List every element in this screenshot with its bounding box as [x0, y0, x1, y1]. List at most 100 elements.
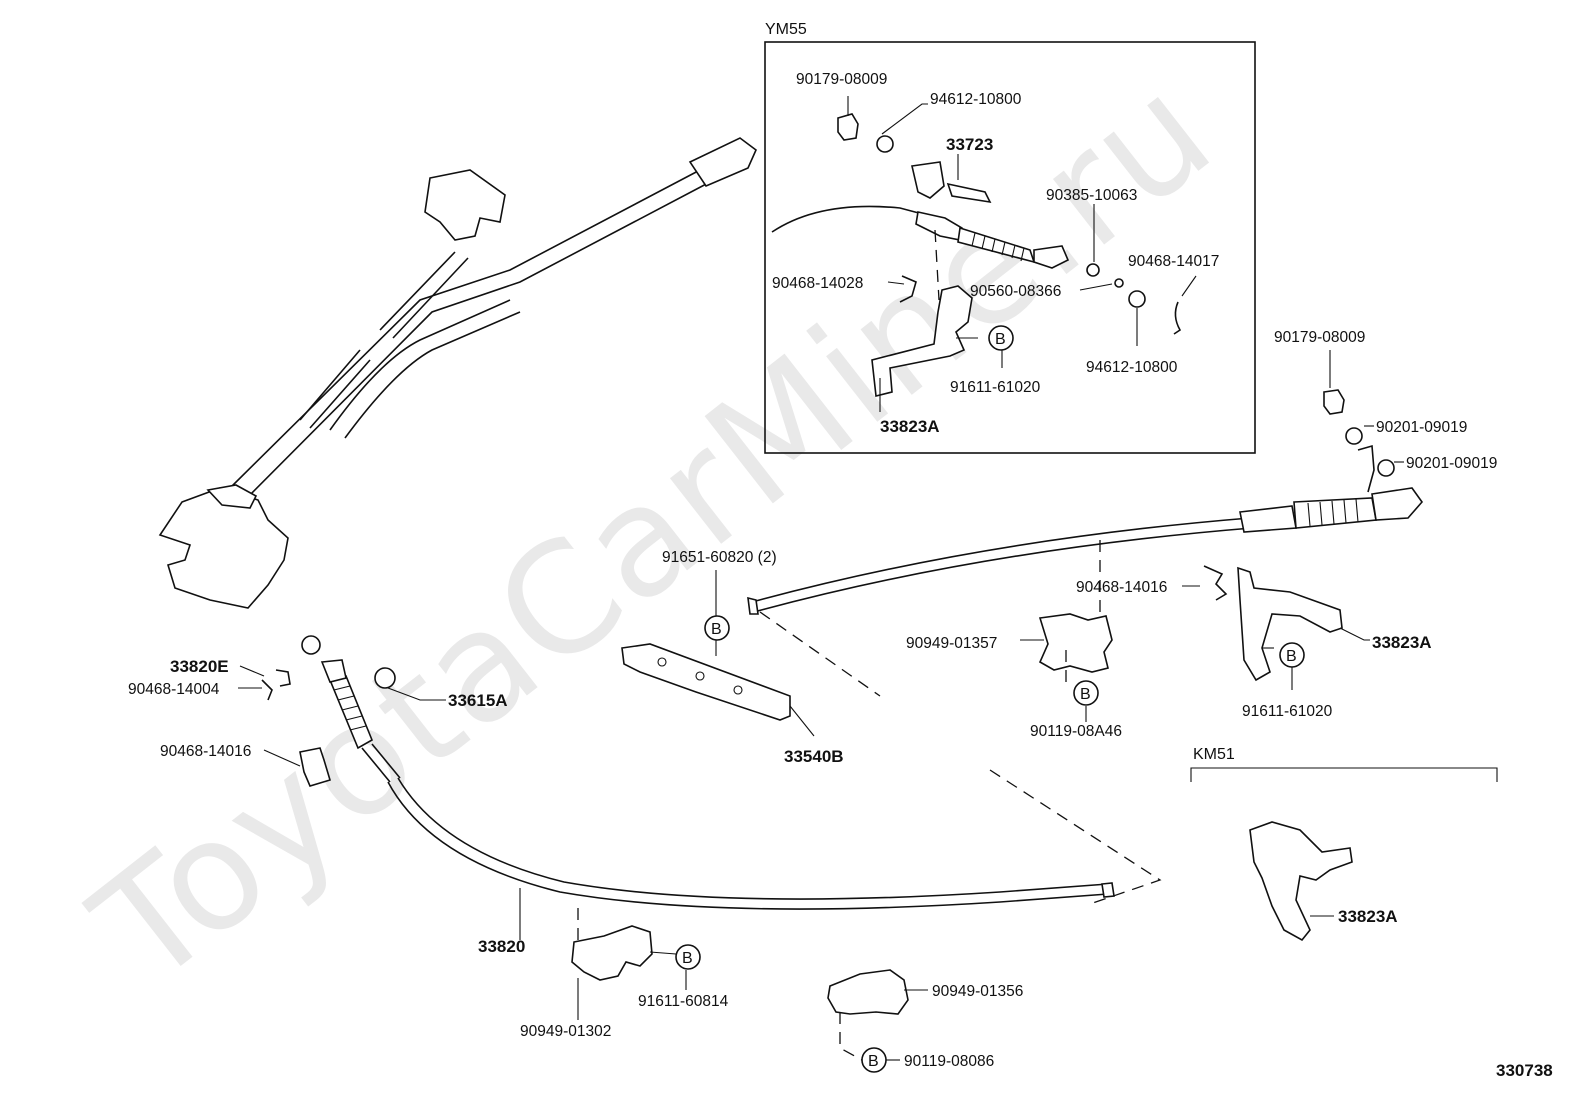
clamp-90949-01356 [827, 969, 909, 1015]
label-90385-10063: 90385-10063 [1046, 187, 1137, 204]
bracket-33823a-b [1237, 566, 1343, 682]
label-90119-08a46: 90119-08A46 [1030, 723, 1122, 740]
ym55-frame [764, 41, 1256, 454]
ym55-clip-90468-14028 [899, 275, 917, 303]
svg-text:B: B [868, 1053, 879, 1070]
right-brackets [571, 565, 1353, 1061]
label-91611-60814: 91611-60814 [638, 993, 729, 1010]
shift-knob [688, 137, 757, 187]
ym55-guide-line [934, 229, 940, 301]
bolt-marker-91611-b: B [1279, 642, 1305, 668]
ym55-washer-94612-a [876, 135, 894, 153]
lever-strap [299, 349, 371, 429]
clip-90468-14004 [261, 679, 273, 701]
km51-heading: KM51 [1193, 746, 1235, 763]
lower-cable-end [1101, 882, 1115, 898]
plate-guide-b [989, 769, 1162, 905]
label-90949-01356: 90949-01356 [932, 983, 1023, 1000]
label-90201-09019-b: 90201-09019 [1406, 455, 1497, 472]
lever-arm [379, 251, 469, 339]
upper-clip-outline [1357, 444, 1375, 493]
label-33723: 33723 [946, 135, 993, 154]
ym55-washer-90560 [1114, 278, 1124, 288]
label-33820: 33820 [478, 937, 525, 956]
ym55-boot-ribs [971, 232, 1025, 262]
svg-text:B: B [995, 331, 1006, 348]
main-cable [261, 389, 1424, 944]
bracket-33823a-c [1249, 821, 1353, 942]
ym55-cable [771, 205, 931, 233]
bolt-marker-90119-08086: B [861, 1047, 887, 1073]
label-90949-01302: 90949-01302 [520, 1023, 611, 1040]
ym55-inset: YM55 [764, 21, 1256, 454]
lever-plate [424, 169, 506, 241]
clip-90468-14016-a [1203, 565, 1228, 601]
lower-cable-eye [301, 635, 321, 655]
label-94612-10800-a: 94612-10800 [930, 91, 1022, 108]
ym55-pin-33723 [946, 182, 992, 204]
clamp-01356-guide [839, 1012, 863, 1061]
label-33615a: 33615A [448, 691, 508, 710]
plate-hole-2 [695, 671, 705, 681]
label-91611-61020-a: 91611-61020 [950, 379, 1041, 396]
clip-90468-14016-b [299, 747, 331, 787]
lever-cable-run [329, 299, 521, 439]
km51-group: KM51 [1190, 746, 1498, 782]
grommet-33615a [374, 667, 396, 689]
label-91611-61020-b: 91611-61020 [1242, 703, 1333, 720]
main-boot-ribs [1307, 498, 1359, 527]
clamp-90949-01357 [1038, 613, 1113, 673]
label-90179-08009-a: 90179-08009 [796, 71, 887, 88]
bolt-markers: B B B B B B [675, 325, 1305, 1073]
lower-boot-ribs [333, 685, 367, 731]
ym55-clip-90468-14017 [1173, 301, 1182, 335]
ym55-heading: YM55 [765, 21, 807, 38]
clip-33820e [275, 669, 291, 687]
label-91651-60820: 91651-60820 (2) [662, 549, 777, 566]
diagram-id: 330738 [1496, 1061, 1553, 1080]
label-90201-09019-a: 90201-09019 [1376, 419, 1467, 436]
plate-33540b-body [621, 643, 791, 721]
main-cable-boot [1293, 497, 1377, 529]
bolt-marker-91611-60814: B [675, 944, 701, 970]
lower-cable [387, 777, 1109, 910]
label-90468-14004: 90468-14004 [128, 681, 220, 698]
main-cable-eye [1371, 487, 1424, 521]
part-labels: 90179-08009 94612-10800 33723 90385-1006… [128, 71, 1553, 1080]
label-90468-14016-a: 90468-14016 [1076, 579, 1167, 596]
shift-rod [227, 169, 711, 506]
bushing-90179-b [1323, 389, 1345, 415]
ym55-bushing-90179 [837, 113, 859, 141]
bolt-marker-ym55: B [988, 325, 1014, 351]
leader-lines [238, 96, 1404, 1061]
ym55-nut-90385 [1086, 263, 1100, 277]
label-90119-08086: 90119-08086 [904, 1053, 994, 1070]
label-90560-08366: 90560-08366 [970, 283, 1061, 300]
ym55-parts [771, 113, 1182, 397]
shift-lever-assembly [158, 137, 757, 609]
plate-guide-a [759, 611, 881, 697]
plate-hole-3 [733, 685, 743, 695]
label-33820e: 33820E [170, 657, 229, 676]
label-90179-08009-b: 90179-08009 [1274, 329, 1365, 346]
main-cable-upper [751, 517, 1253, 613]
label-90949-01357: 90949-01357 [906, 635, 997, 652]
km51-bracket [1190, 767, 1498, 782]
label-33823a-c: 33823A [1338, 907, 1398, 926]
ym55-bracket-33823a [871, 285, 973, 397]
plate-33540b [621, 611, 1162, 905]
ym55-retainer-clip [911, 161, 945, 199]
svg-text:B: B [711, 621, 722, 638]
ym55-washer-94612-b [1128, 290, 1146, 308]
ym55-cable-eye [1033, 245, 1070, 269]
label-94612-10800-b: 94612-10800 [1086, 359, 1178, 376]
lower-cable-rod [361, 743, 401, 783]
washer-90201-b [1377, 459, 1395, 477]
washer-90201-a [1345, 427, 1363, 445]
label-90468-14017: 90468-14017 [1128, 253, 1219, 270]
clamp-90949-01302 [571, 925, 653, 981]
label-90468-14028: 90468-14028 [772, 275, 863, 292]
bolt-marker-91651: B [704, 615, 730, 641]
lever-housing [158, 487, 289, 609]
